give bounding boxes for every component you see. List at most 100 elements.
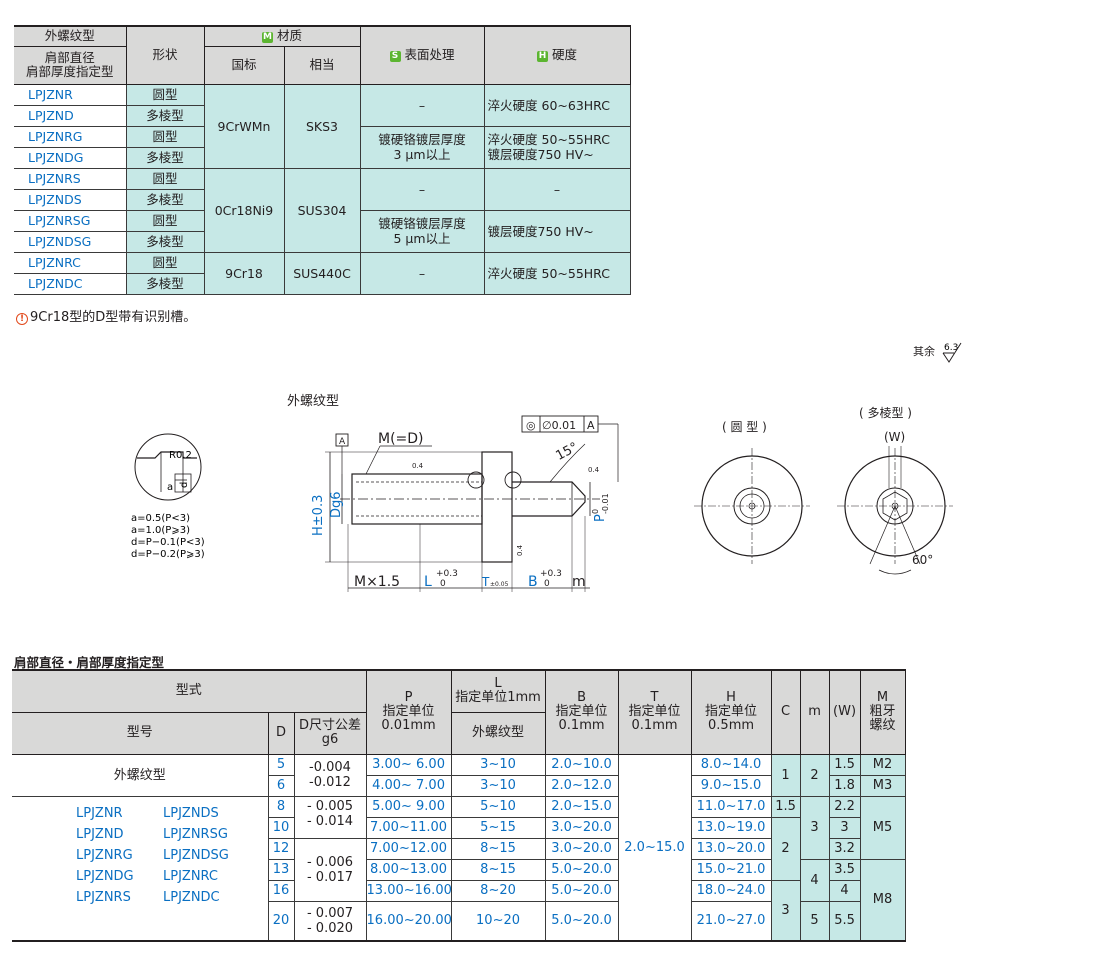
b-cell: 2.0~10.0: [544, 753, 619, 776]
hardness-cell: 淬火硬度 60~63HRC: [483, 83, 631, 127]
p-cell: 7.00~12.00: [365, 837, 452, 860]
l-tol-upper: +0.3: [436, 569, 458, 579]
table-note-text: 9Cr18型的D型带有识别槽。: [30, 310, 197, 325]
p-cell: 8.00~13.00: [365, 858, 452, 881]
b-cell: 2.0~15.0: [544, 795, 619, 818]
shoulder-spec-line2: 肩部厚度指定型: [25, 64, 114, 79]
l-cell: 5~15: [450, 816, 546, 839]
w-cell: 4: [828, 879, 861, 902]
mx-label: M×1.5: [354, 574, 400, 590]
product-code: LPJZNDS: [163, 805, 219, 821]
b-label: B: [528, 574, 538, 590]
dtol-upper: -0.004: [309, 760, 351, 775]
product-code: LPJZNDC: [163, 889, 220, 905]
product-code: LPJZNR: [14, 83, 127, 106]
m-leader: [365, 445, 381, 475]
hardness-header-label: 硬度: [552, 47, 578, 63]
t-header-2: 指定单位: [628, 704, 681, 720]
product-code: LPJZNRSG: [14, 209, 127, 232]
material-header-label: 材质: [277, 28, 303, 44]
h-cell: 13.0~19.0: [690, 816, 772, 839]
table-row: LPJZNDC 多棱型: [14, 272, 630, 295]
series-header: 外螺纹型: [14, 25, 127, 47]
poly-view-label: ( 多棱型 ): [859, 406, 912, 420]
d-cell: 16: [267, 879, 295, 902]
l-cell: 8~20: [450, 879, 546, 902]
dtol-lower: - 0.017: [306, 869, 354, 885]
w-header: (W): [828, 669, 861, 755]
tol-value: ∅0.01: [542, 419, 576, 432]
product-code: LPJZNDC: [14, 272, 127, 295]
d-cell: 8: [267, 795, 295, 818]
thread-cell: M3: [859, 774, 906, 797]
b-cell: 5.0~20.0: [544, 900, 619, 942]
model-header: 型号: [12, 711, 269, 755]
surface-cell: –: [359, 167, 485, 211]
product-code: LPJZNDS: [14, 188, 127, 211]
equivalent-material: SKS3: [283, 83, 361, 169]
product-code: LPJZND: [14, 104, 127, 127]
angle-label: 15°: [553, 440, 580, 464]
dtol-lower: -0.012: [309, 775, 351, 790]
w-cell: 5.5: [828, 900, 861, 942]
thread-header-2: 粗牙: [869, 704, 896, 720]
roughness-note: 其余: [913, 343, 935, 359]
h-cell: 13.0~20.0: [690, 837, 772, 860]
angle-arc: [878, 569, 912, 575]
gb-material: 9Cr18: [203, 251, 285, 295]
angle-line-left: [869, 505, 896, 565]
angle-line-right: [894, 505, 921, 565]
roughness-label: 其余: [913, 345, 935, 358]
l-cell: 3~10: [450, 774, 546, 797]
t-cell: 2.0~15.0: [617, 753, 692, 942]
plating-line2: 5 μm以上: [393, 231, 451, 246]
thread-header-1: M: [876, 690, 889, 706]
tol-symbol-icon: ◎: [526, 419, 536, 432]
p-cell: 5.00~ 9.00: [365, 795, 452, 818]
t-header-1: T: [650, 690, 659, 706]
detail-note-3: d=P−0.1(P<3): [131, 537, 205, 548]
shoulder-spec-header: 肩部直径肩部厚度指定型: [14, 45, 127, 85]
table-row: 外螺纹型 5 -0.004-0.012 3.00~ 6.00 3~10 2.0~…: [12, 753, 906, 942]
p-cell: 3.00~ 6.00: [365, 753, 452, 776]
h-cell: 11.0~17.0: [690, 795, 772, 818]
c-cell: 1: [770, 753, 801, 797]
product-code: LPJZNDSG: [163, 847, 229, 863]
w-cell: 3.5: [828, 858, 861, 881]
size-table-title: 肩部直径・肩部厚度指定型: [14, 655, 165, 670]
thread-header-3: 螺纹: [869, 718, 896, 734]
w-cell: 2.2: [828, 795, 861, 818]
l-cell: 5~10: [450, 795, 546, 818]
l-cell: 3~10: [450, 753, 546, 776]
detail-marker-right: [504, 471, 522, 489]
roughness-symbol-icon: 6.3: [942, 342, 962, 363]
dtol-cell: -0.004-0.012: [293, 753, 367, 797]
product-code: LPJZNRC: [163, 868, 219, 884]
product-code: LPJZNDG: [14, 146, 127, 169]
product-code: LPJZND: [76, 826, 124, 842]
d-cell: 13: [267, 858, 295, 881]
detail-note-1: a=0.5(P<3): [131, 513, 190, 524]
roughness-04-left: 0.4: [412, 462, 424, 470]
l-header-2: 指定单位1mm: [455, 690, 541, 706]
gb-material: 9CrWMn: [203, 83, 285, 169]
d-header: D: [267, 711, 295, 755]
b-cell: 3.0~20.0: [544, 837, 619, 860]
d-cell: 6: [267, 774, 295, 797]
roughness-04-right: 0.4: [588, 466, 600, 474]
product-code: LPJZNRG: [14, 125, 127, 148]
